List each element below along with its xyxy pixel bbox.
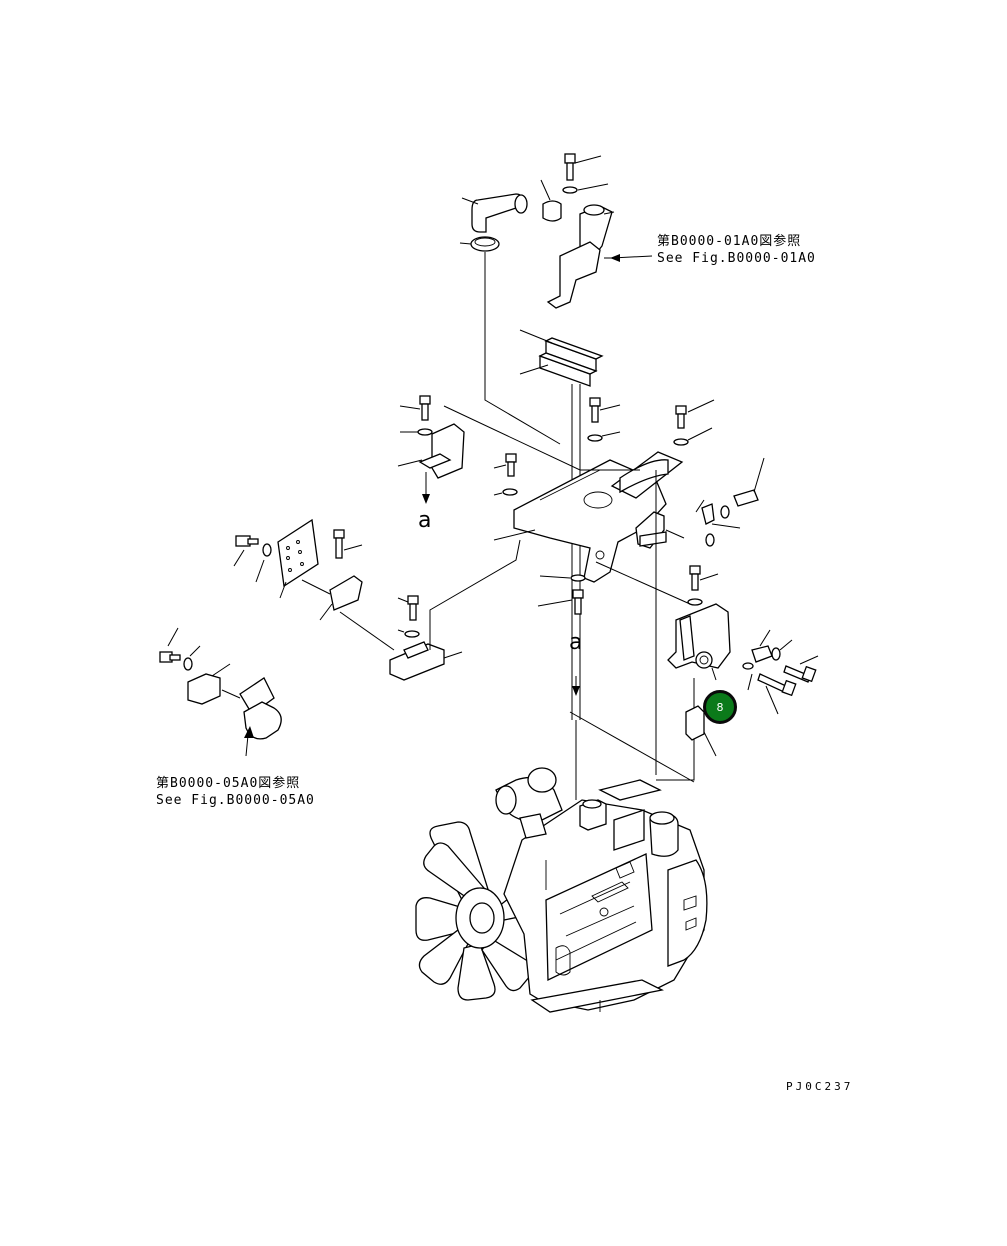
spacer-bars bbox=[519, 329, 604, 387]
reference-top-jp: 第B0000-01A0図参照 bbox=[657, 234, 802, 249]
pipe-support-bracket bbox=[546, 204, 620, 309]
right-mount-parts bbox=[635, 457, 765, 775]
stopper-block bbox=[685, 705, 717, 757]
bolt-set-center bbox=[493, 397, 715, 496]
air-intake-connector bbox=[159, 627, 282, 740]
drawing-code: PJ0C237 bbox=[786, 1080, 854, 1093]
main-bracket-plate bbox=[493, 451, 684, 583]
bolt-set-lower bbox=[537, 574, 586, 615]
air-pipe-elbow bbox=[461, 193, 528, 233]
part-marker[interactable]: 8 bbox=[703, 690, 737, 724]
reference-left-jp: 第B0000-05A0図参照 bbox=[156, 776, 301, 791]
engine bbox=[415, 767, 708, 1013]
right-engine-mount bbox=[595, 561, 819, 781]
view-mark-upper: a bbox=[418, 508, 432, 533]
view-mark-lower: a bbox=[569, 630, 583, 655]
turbocharger bbox=[495, 767, 563, 839]
bolt-top bbox=[562, 153, 609, 194]
hose-clamp bbox=[540, 179, 562, 222]
reference-top-en: See Fig.B0000-01A0 bbox=[657, 251, 816, 266]
left-lower-bracket bbox=[389, 539, 521, 681]
left-upper-bracket bbox=[397, 395, 640, 500]
left-plate-bracket bbox=[233, 518, 395, 651]
reference-left-en: See Fig.B0000-05A0 bbox=[156, 793, 315, 808]
hose-clamp-lower bbox=[459, 236, 500, 252]
